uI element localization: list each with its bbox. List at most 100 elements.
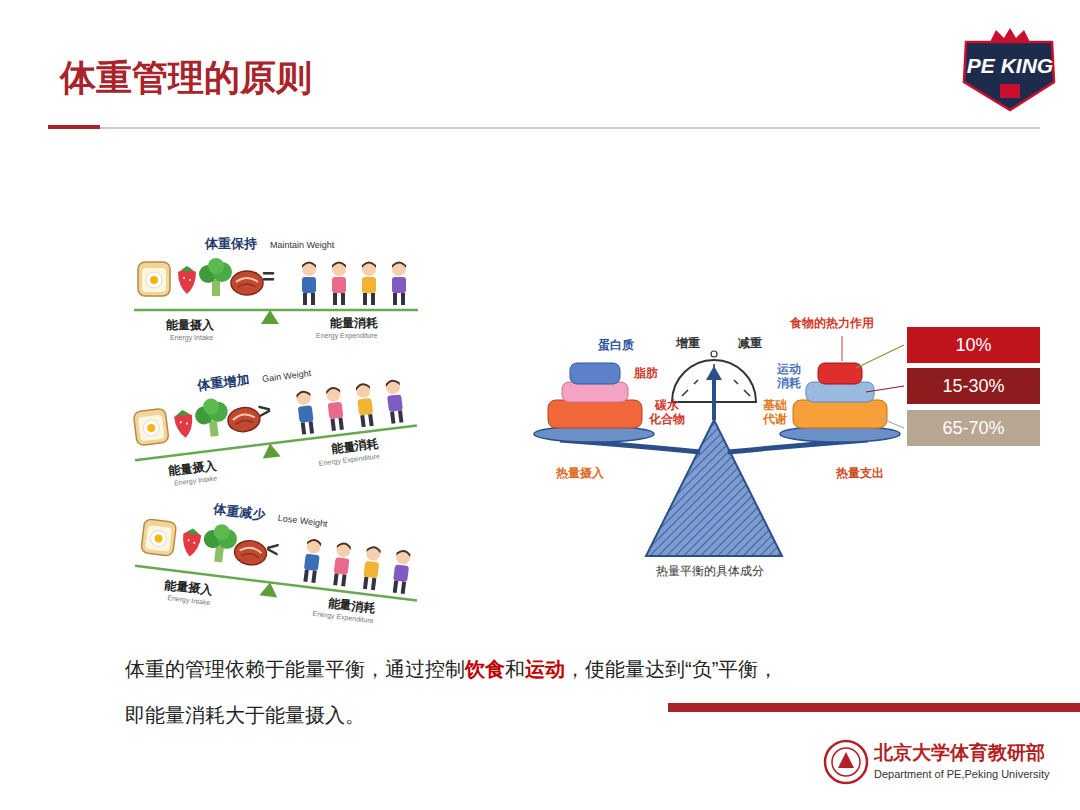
illustration-part: [866, 386, 904, 392]
percent-box: 65-70%: [907, 410, 1040, 446]
label-text: 热量摄入: [556, 466, 604, 480]
illustration-part: [832, 748, 860, 776]
label-text: Department of PE,Peking University: [874, 768, 1049, 781]
illustration-part: [355, 383, 374, 428]
illustration-part: [141, 519, 177, 557]
illustration-part: [302, 538, 321, 583]
label-text: Gain Weight: [262, 368, 312, 385]
paragraph-text: 体重的管理依赖于能量平衡，通过控制: [125, 658, 465, 680]
illustration-part: [134, 309, 418, 312]
illustration-part: [178, 266, 196, 294]
illustration-part: [332, 542, 351, 587]
label-text: 体重增加: [197, 372, 251, 394]
label-text: 增重: [676, 336, 700, 350]
illustration-part: [385, 379, 404, 424]
label-text: >: [256, 397, 272, 425]
illustration-part: [562, 382, 628, 402]
illustration-part: [326, 386, 345, 431]
label-text: 减重: [738, 336, 762, 350]
illustration-part: [259, 581, 279, 597]
label-text: Energy Intake: [170, 334, 213, 342]
illustration-part: [362, 262, 376, 306]
label-text: 碳水 化合物: [645, 398, 689, 427]
illustration-part: [231, 271, 263, 295]
illustration-part: [838, 752, 854, 768]
balance-panel: 体重增加Gain Weight>能量摄入Energy Intake能量消耗Ene…: [122, 348, 424, 502]
illustration-part: [173, 409, 194, 439]
illustration-part: [793, 400, 887, 428]
balance-panel: 体重减少Lose Weight<能量摄入Energy Intake能量消耗Ene…: [126, 488, 428, 642]
illustration-part: [193, 397, 230, 439]
illustration-part: [261, 443, 281, 459]
illustration-part: [138, 262, 170, 296]
illustration-part: [332, 262, 346, 306]
label-text: =: [262, 264, 275, 290]
illustration-part: [570, 363, 620, 384]
balance-art: [126, 488, 428, 642]
label-text: 体重保持: [205, 236, 257, 252]
illustration-part: [48, 125, 100, 129]
label-text: Lose Weight: [277, 513, 328, 530]
illustration-part: [990, 28, 1030, 42]
accent-bar: [668, 703, 1080, 712]
illustration-part: [181, 528, 202, 558]
illustration-part: [48, 128, 1040, 129]
paragraph-text: 即能量消耗大于能量摄入。: [125, 692, 1005, 738]
illustration-part: [392, 549, 411, 594]
label-text: 热量平衡的具体成分: [656, 564, 764, 578]
illustration-part: [261, 310, 279, 324]
label-text: 体重减少: [213, 501, 267, 523]
illustration-part: [302, 262, 316, 306]
illustration-part: [711, 351, 717, 357]
illustration-part: [856, 345, 904, 368]
label-text: Maintain Weight: [270, 240, 334, 251]
paragraph-text: 和: [505, 658, 525, 680]
illustration-part: [392, 262, 406, 306]
illustration-part: [233, 539, 268, 567]
illustration-part: [199, 258, 232, 296]
label-text: 北京大学体育教研部: [874, 742, 1045, 765]
percent-box: 10%: [907, 327, 1040, 363]
illustration-part: [825, 741, 867, 783]
label-text: <: [264, 536, 280, 564]
slide-title: 体重管理的原则: [60, 56, 312, 99]
illustration-part: [201, 522, 238, 564]
energy-balance-scale: [534, 336, 904, 556]
label-text: Energy Expenditure: [316, 332, 377, 340]
header-rule: [48, 125, 1040, 129]
label-text: 基础 代谢: [760, 398, 790, 427]
illustration-part: [818, 363, 862, 384]
paragraph-text: 运动: [525, 658, 565, 680]
illustration-part: [712, 374, 716, 420]
illustration-part: [1000, 84, 1020, 98]
label-text: PE KING: [964, 53, 1056, 78]
balance-art: [122, 348, 424, 502]
percent-text: 65-70%: [942, 418, 1004, 439]
label-text: 运动 消耗: [774, 362, 804, 391]
illustration-part: [548, 400, 642, 428]
label-text: Energy Expenditure: [318, 452, 380, 468]
illustration-part: [646, 420, 782, 556]
illustration-part: [842, 336, 843, 361]
illustration-part: [706, 366, 722, 380]
paragraph-text: 饮食: [465, 658, 505, 680]
illustration-part: [362, 545, 381, 590]
percent-box: 15-30%: [907, 368, 1040, 404]
label-text: 蛋白质: [598, 338, 634, 352]
illustration-part: [227, 406, 262, 434]
percent-text: 10%: [955, 335, 991, 356]
label-text: 能量消耗: [330, 316, 378, 330]
illustration-part: [880, 418, 904, 428]
illustration-part: [296, 390, 315, 435]
illustration-part: [133, 408, 169, 446]
label-text: 能量摄入: [166, 318, 214, 332]
label-text: 脂肪: [634, 366, 658, 380]
balance-panel: 体重保持 Maintain Weight = 能量摄入 Energy Intake 能量消…: [130, 232, 420, 352]
label-text: 食物的热力作用: [790, 316, 874, 330]
label-text: 热量支出: [836, 466, 884, 480]
university-emblem: [825, 741, 867, 783]
paragraph-text: ，使能量达到“负”平衡，: [565, 658, 778, 680]
body-paragraph: 体重的管理依赖于能量平衡，通过控制饮食和运动，使能量达到“负”平衡， 即能量消耗大…: [125, 646, 1005, 738]
